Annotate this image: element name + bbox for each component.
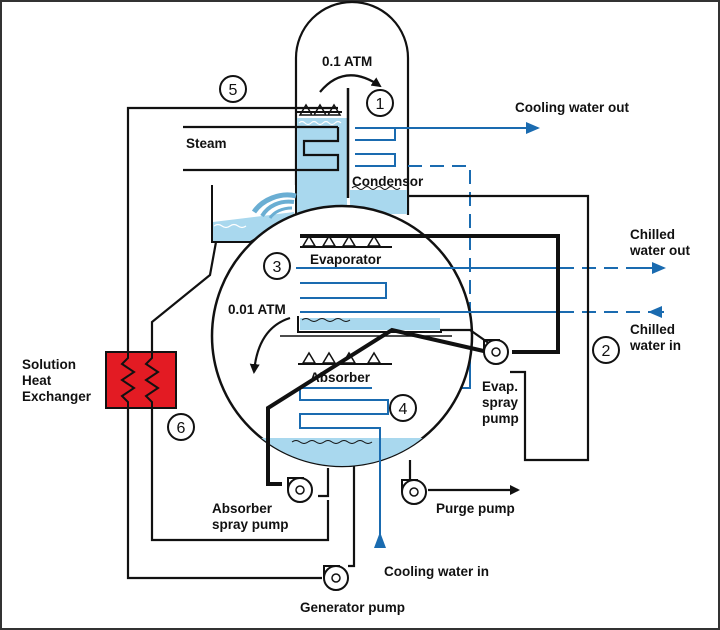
pipe-absorber-to-pump — [318, 468, 330, 498]
heat-exchanger-label-3: Exchanger — [22, 389, 92, 404]
marker-4: 4 — [389, 394, 417, 422]
pipe-5 — [126, 106, 338, 352]
svg-text:3: 3 — [273, 259, 282, 276]
solution-heat-exchanger — [105, 351, 177, 409]
vapor-flow-arrow — [319, 74, 382, 93]
evap-spray-header — [300, 234, 560, 354]
pipe-hx-to-weir — [150, 241, 218, 352]
svg-text:5: 5 — [229, 82, 238, 99]
marker-1: 1 — [366, 89, 394, 117]
cooling-water-out-label: Cooling water out — [515, 100, 629, 115]
pressure-bottom-label: 0.01 ATM — [228, 302, 286, 317]
marker-5: 5 — [219, 75, 247, 103]
chilled-water-out-label-1: Chilled — [630, 227, 675, 242]
weir-overflow — [211, 185, 297, 243]
absorber-spray-pump — [287, 477, 313, 503]
pipe-2-loop — [408, 194, 590, 462]
svg-text:4: 4 — [399, 401, 408, 418]
vapor-flow-arrow-2 — [249, 316, 291, 374]
evaporator-spray-nozzles — [300, 234, 392, 248]
evaporator-label: Evaporator — [310, 252, 382, 267]
generator-pump-label: Generator pump — [300, 600, 405, 615]
absorber-pump-label-1: Absorber — [212, 501, 273, 516]
steam-coil — [183, 125, 340, 172]
evap-pump-label-1: Evap. — [482, 379, 518, 394]
chilled-water-in-label-2: water in — [629, 338, 681, 353]
evap-pump-label-2: spray — [482, 395, 519, 410]
generator-pump — [323, 565, 349, 591]
absorber-pump-label-2: spray pump — [212, 517, 289, 532]
svg-text:1: 1 — [376, 96, 385, 113]
chilled-water-coil — [296, 262, 666, 318]
heat-exchanger-label-2: Heat — [22, 373, 52, 388]
pipe-6 — [150, 393, 330, 542]
generator-condenser-vessel — [294, 0, 410, 215]
marker-3: 3 — [263, 252, 291, 280]
evap-spray-pump — [483, 339, 509, 365]
evap-pump-label-3: pump — [482, 411, 519, 426]
marker-2: 2 — [592, 336, 620, 364]
condensor-label: Condensor — [352, 174, 424, 189]
purge-pump — [401, 479, 427, 505]
purge-pump-label: Purge pump — [436, 501, 515, 516]
marker-6: 6 — [167, 413, 195, 441]
heat-exchanger-label-1: Solution — [22, 357, 76, 372]
absorber-spray-header — [266, 327, 489, 486]
pressure-top-label: 0.1 ATM — [322, 54, 372, 69]
steam-label: Steam — [186, 136, 227, 151]
pipe-generator-pump — [348, 466, 356, 568]
chilled-water-out-label-2: water out — [629, 243, 691, 258]
pipe-generator-to-hx — [126, 393, 322, 580]
svg-text:2: 2 — [602, 343, 611, 360]
chilled-water-in-label-1: Chilled — [630, 322, 675, 337]
cooling-water-in-label: Cooling water in — [384, 564, 489, 579]
svg-text:6: 6 — [177, 420, 186, 437]
